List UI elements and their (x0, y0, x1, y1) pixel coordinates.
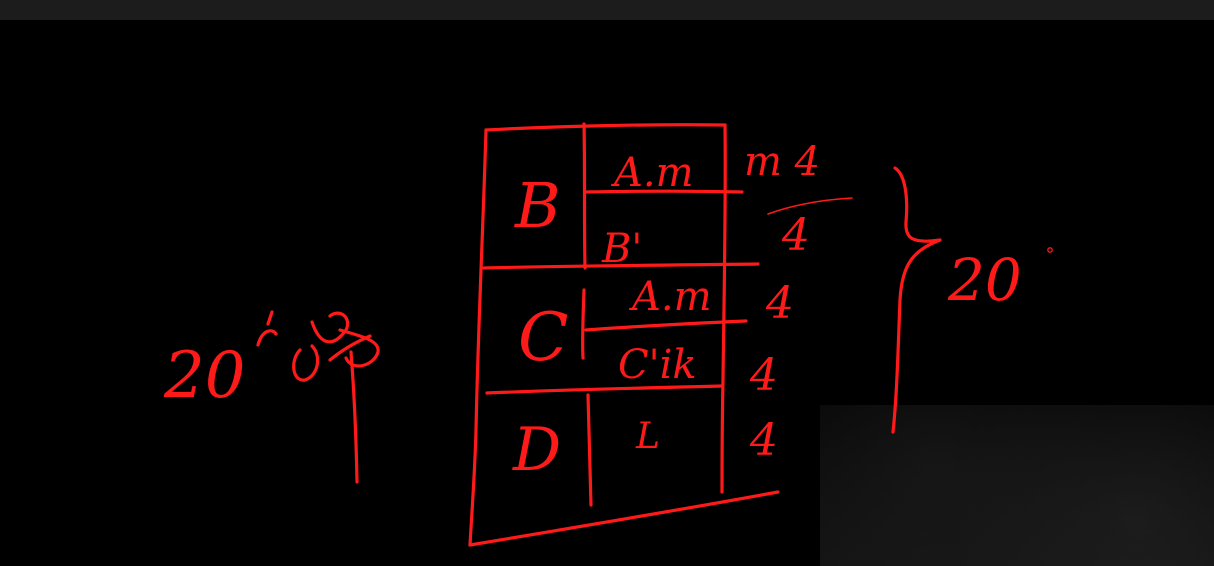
handwritten-text: B A.m B' C A.m C'ik D L m 4 4 4 4 4 20 2… (163, 139, 1022, 485)
cell-c-1: A.m (628, 274, 712, 320)
table-outline (468, 122, 780, 547)
side-value-5: 4 (749, 415, 778, 466)
row-divider-c-d (485, 384, 724, 395)
side-value-3: 4 (765, 278, 794, 329)
window-top-bar (0, 0, 1214, 20)
side-value-2: 4 (781, 210, 810, 261)
row-label-c: C (518, 299, 569, 376)
cell-b-2: B' (601, 226, 642, 272)
total-label: 20 (947, 246, 1022, 314)
side-value-4: 4 (749, 350, 778, 401)
right-curly-brace (891, 166, 942, 434)
row-label-d: D (512, 415, 561, 485)
table-left-line (468, 128, 488, 547)
row-divider-b-c (482, 262, 760, 270)
table-bottom-line (468, 490, 780, 547)
row-label-b: B (514, 169, 561, 242)
left-note-number: 20 (163, 339, 245, 413)
cell-c-2: C'ik (618, 342, 697, 388)
left-note-scribble (256, 310, 380, 382)
sub-divider-c (584, 319, 748, 332)
sub-divider-b (583, 189, 744, 194)
cell-d-1: L (635, 416, 660, 457)
table-top-line (484, 123, 727, 132)
video-noise-area (820, 405, 1214, 566)
cursor-dot (1047, 247, 1053, 253)
table-right-column-line (720, 123, 727, 494)
stroke-near-b-prime (767, 197, 853, 215)
left-vertical-stroke (349, 350, 359, 484)
side-value-1: m 4 (744, 139, 820, 185)
table-middle-column-line (580, 122, 593, 507)
cell-b-1: A.m (610, 150, 694, 196)
